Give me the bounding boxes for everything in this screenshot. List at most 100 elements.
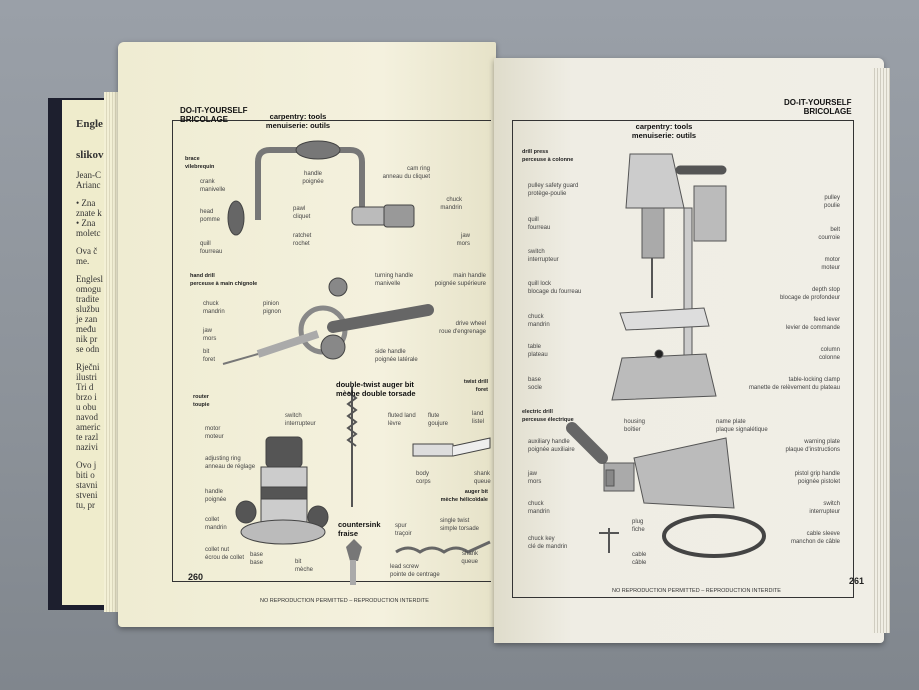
label-french: anneau de réglage <box>205 464 256 470</box>
cover-text-line: Englesl <box>76 274 103 284</box>
label-english: column <box>820 347 840 353</box>
page-number: 260 <box>188 572 204 582</box>
label-french: goujure <box>428 421 449 427</box>
callout-label: handle poignée <box>205 488 226 504</box>
label-english: handle <box>205 489 224 495</box>
label-french: poignée <box>205 497 227 503</box>
label-english: pulley <box>824 195 840 201</box>
label-french: queue <box>474 479 491 485</box>
label-french: toupie <box>193 402 210 408</box>
cover-text-line: stveni <box>76 490 98 500</box>
label-french: foret <box>475 387 488 393</box>
section-header-line: BRICOLAGE <box>803 107 852 116</box>
hand-drill-illustration <box>222 277 434 365</box>
label-english: twist drill <box>463 379 488 385</box>
label-english: body <box>416 471 430 477</box>
label-english: jaw <box>528 471 538 477</box>
label-english: electric drill <box>522 409 553 415</box>
label-english: jaw <box>203 328 213 334</box>
label-french: mandrin <box>528 322 550 328</box>
cover-text-line: Arianc <box>76 180 101 190</box>
label-english: name plate <box>716 419 746 425</box>
label-french: listel <box>472 419 485 425</box>
label-french: fourreau <box>528 225 551 231</box>
label-english: pawl <box>293 206 306 212</box>
label-english: chuck <box>528 314 544 320</box>
label-english: chuck <box>528 501 544 507</box>
label-french: manette de relèvement du plateau <box>748 385 840 391</box>
label-english: collet <box>205 517 220 523</box>
label-english: brace <box>185 156 200 162</box>
label-french: pomme <box>200 217 221 223</box>
label-french: câble <box>632 560 647 566</box>
cover-text-line: • Zna <box>76 198 96 208</box>
cover-text-line: omogu <box>76 284 102 294</box>
countersink-illustration <box>346 539 362 585</box>
label-english: land <box>472 411 484 417</box>
label-french: poignée supérieure <box>434 281 486 287</box>
label-english: pinion <box>263 301 280 307</box>
label-french: écrou de collet <box>205 555 245 561</box>
cover-text-line: u obu <box>76 402 97 412</box>
cover-text-line: brzo i <box>76 392 97 402</box>
label-english: base <box>528 377 542 383</box>
label-french: mèche hélicoïdale <box>440 497 488 503</box>
label-english: shank <box>461 551 478 557</box>
label-french: colonne <box>818 355 840 361</box>
router-illustration <box>235 436 329 545</box>
cover-text-line: Ovo j <box>76 460 97 470</box>
callout-label: chuck mandrin <box>528 313 550 329</box>
label-french: poignée pistolet <box>797 479 840 485</box>
label-english: bit <box>295 559 302 565</box>
label-english: belt <box>830 227 840 233</box>
label-english: jaw <box>460 233 470 239</box>
label-english: carpentry: tools <box>635 122 693 131</box>
label-french: courroie <box>818 235 840 241</box>
label-english: carpentry: tools <box>269 112 327 121</box>
label-french: fiche <box>632 527 645 533</box>
copyright-footer: NO REPRODUCTION PERMITTED – REPRODUCTION… <box>260 598 429 604</box>
label-french: rochet <box>293 241 310 247</box>
label-french: moteur <box>205 434 224 440</box>
cover-text-line: me. <box>76 256 90 266</box>
label-english: table-locking clamp <box>788 377 840 383</box>
callout-label: ratchet rochet <box>293 232 311 248</box>
label-french: mors <box>528 479 542 485</box>
label-french: poignée latérale <box>375 357 418 363</box>
label-english: ratchet <box>293 233 312 239</box>
callout-label: body corps <box>416 470 431 486</box>
section-header-line: DO-IT-YOURSELF <box>784 98 852 107</box>
label-english: motor <box>824 257 840 263</box>
cover-text-line: je zan <box>76 314 98 324</box>
label-french: traçoir <box>395 531 412 537</box>
label-english: double-twist auger bit <box>336 380 414 389</box>
label-french: perceuse à colonne <box>522 157 574 163</box>
label-french: plaque signalétique <box>716 427 768 433</box>
label-french: corps <box>416 479 431 485</box>
